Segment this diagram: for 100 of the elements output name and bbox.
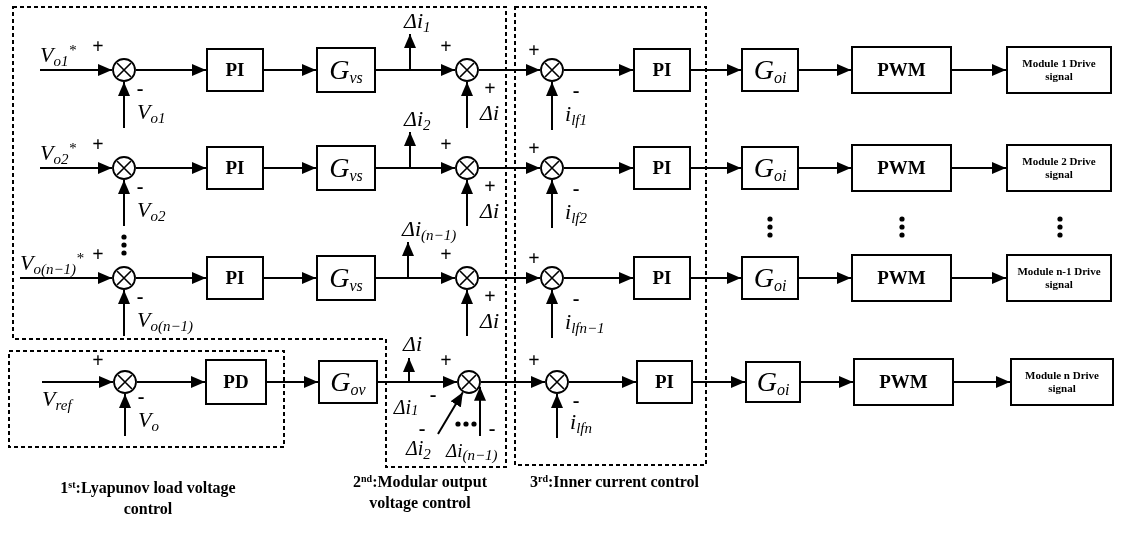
signal-arrow xyxy=(461,289,473,337)
signal-label: i$_{lf2}$ xyxy=(552,196,600,228)
transfer-block: Module n-1 Drive signal xyxy=(1006,254,1112,302)
transfer-block: G$_{vs}$ xyxy=(316,145,376,191)
transfer-block: G$_{oi}$ xyxy=(745,361,801,403)
signal-arrow xyxy=(692,376,746,388)
sign-label: - xyxy=(428,386,438,402)
signal-label: V$_{ref}$ xyxy=(42,382,90,416)
transfer-block: G$_{oi}$ xyxy=(741,146,799,190)
summing-junction xyxy=(455,156,479,180)
signal-label: Δi xyxy=(403,330,435,358)
signal-arrow xyxy=(377,357,415,383)
summing-junction xyxy=(545,370,569,394)
signal-arrow xyxy=(461,81,473,129)
signal-arrow xyxy=(375,33,416,71)
sign-label: - xyxy=(135,288,145,304)
signal-arrow xyxy=(480,376,546,388)
signal-arrow xyxy=(563,64,634,76)
sign-label: + xyxy=(528,42,540,58)
transfer-block: PWM xyxy=(851,144,952,192)
sign-label: - xyxy=(135,80,145,96)
sign-label: + xyxy=(484,288,496,304)
signal-label: V$_{o}$ xyxy=(125,404,167,436)
sign-label: - xyxy=(571,180,581,196)
sign-label: + xyxy=(440,136,452,152)
sign-label: + xyxy=(484,178,496,194)
sign-label: + xyxy=(528,140,540,156)
signal-arrow xyxy=(474,385,486,437)
transfer-block: G$_{oi}$ xyxy=(741,256,799,300)
signal-arrow xyxy=(690,162,742,174)
signal-arrow xyxy=(375,241,414,279)
summing-junction xyxy=(455,266,479,290)
signal-label: Δi$_{2}$ xyxy=(406,434,442,462)
sign-label: + xyxy=(440,352,452,368)
summing-junction xyxy=(112,58,136,82)
sign-label: - xyxy=(571,82,581,98)
sign-label: - xyxy=(571,392,581,408)
signal-arrow xyxy=(263,272,317,284)
signal-arrow xyxy=(39,162,113,174)
signal-label: Δi$_{(n−1)}$ xyxy=(446,436,506,464)
signal-label: i$_{lfn−1}$ xyxy=(552,306,614,338)
signal-arrow xyxy=(39,64,113,76)
summing-junction xyxy=(112,156,136,180)
transfer-block: Module 1 Drive signal xyxy=(1006,46,1112,94)
signal-arrow xyxy=(263,64,317,76)
signal-arrow xyxy=(135,64,207,76)
signal-label: Δi$_{1}$ xyxy=(404,8,448,34)
transfer-block: PI xyxy=(206,256,264,300)
signal-label: Δi xyxy=(467,98,503,128)
sign-label: - xyxy=(136,388,146,404)
summing-junction xyxy=(113,370,137,394)
signal-arrow xyxy=(118,289,130,337)
summing-junction xyxy=(540,266,564,290)
sign-label: + xyxy=(528,352,540,368)
signal-arrow xyxy=(798,162,852,174)
sign-label: - xyxy=(571,290,581,306)
sign-label: + xyxy=(440,246,452,262)
transfer-block: PI xyxy=(206,48,264,92)
sign-label: + xyxy=(528,250,540,266)
signal-label: V$_{o(n−1)}$ xyxy=(124,304,208,336)
signal-arrow xyxy=(546,289,558,339)
transfer-block: G$_{oi}$ xyxy=(741,48,799,92)
transfer-block: PWM xyxy=(853,358,954,406)
sign-label: - xyxy=(417,420,427,436)
signal-arrow xyxy=(951,162,1007,174)
signal-label: Δi xyxy=(467,306,503,336)
signal-arrow xyxy=(546,81,558,131)
region-heading: 1$^{st}$:Lyapunov load voltage control xyxy=(59,478,237,519)
signal-label: V$_{o1}$ xyxy=(124,96,180,128)
signal-arrow xyxy=(135,272,207,284)
signal-arrow xyxy=(563,162,634,174)
summing-junction xyxy=(112,266,136,290)
signal-arrow xyxy=(135,162,207,174)
transfer-block: G$_{vs}$ xyxy=(316,47,376,93)
signal-arrow xyxy=(798,64,852,76)
transfer-block: Module 2 Drive signal xyxy=(1006,144,1112,192)
signal-arrow xyxy=(478,64,541,76)
signal-arrow xyxy=(953,376,1011,388)
summing-junction xyxy=(457,370,481,394)
signal-label: i$_{lf1}$ xyxy=(552,98,600,130)
signal-arrow xyxy=(266,376,319,388)
signal-arrow xyxy=(551,393,563,439)
sign-label: + xyxy=(92,246,104,262)
summing-junction xyxy=(540,156,564,180)
signal-arrow xyxy=(19,272,113,284)
signal-arrow xyxy=(41,376,114,388)
transfer-block: PI xyxy=(633,146,691,190)
transfer-block: G$_{vs}$ xyxy=(316,255,376,301)
summing-junction xyxy=(540,58,564,82)
transfer-block: PI xyxy=(206,146,264,190)
signal-arrow xyxy=(800,376,854,388)
sign-label: + xyxy=(484,80,496,96)
sign-label: + xyxy=(92,136,104,152)
signal-arrow xyxy=(118,179,130,227)
signal-label: V$_{o2}$ xyxy=(124,194,180,226)
signal-arrow xyxy=(263,162,317,174)
signal-arrow xyxy=(546,179,558,229)
signal-arrow xyxy=(951,272,1007,284)
signal-arrow xyxy=(563,272,634,284)
signal-arrow xyxy=(478,272,541,284)
